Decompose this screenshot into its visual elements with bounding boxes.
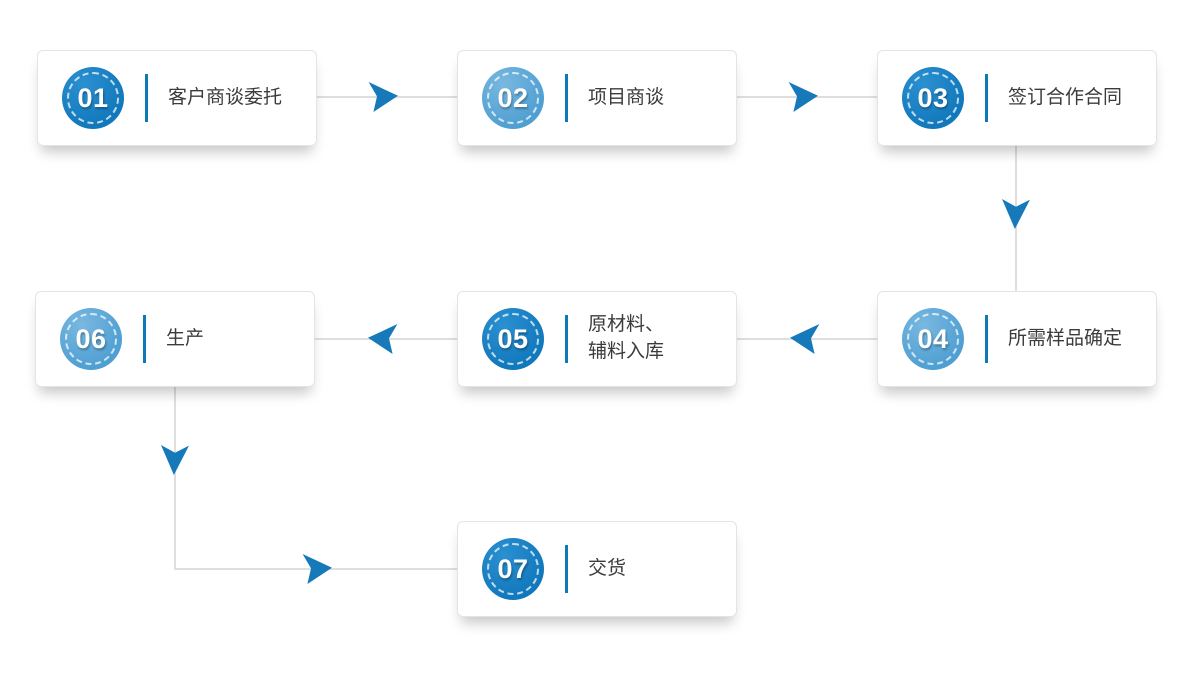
- step-number: 03: [917, 82, 949, 113]
- flow-step-6: 06 生产: [35, 291, 315, 387]
- step-label: 项目商谈: [588, 86, 665, 108]
- step-divider: [565, 315, 568, 363]
- step-label: 交货: [588, 557, 627, 579]
- step-label: 签订合作合同: [1008, 86, 1123, 108]
- step-label: 生产: [166, 327, 205, 349]
- flow-step-5: 05 原材料、 辅料入库: [457, 291, 737, 387]
- step-number-badge: 01: [62, 67, 124, 129]
- step-number: 04: [917, 323, 949, 354]
- step-divider: [985, 315, 988, 363]
- flow-step-7: 07 交货: [457, 521, 737, 617]
- step-number-badge: 05: [482, 308, 544, 370]
- step-label: 客户商谈委托: [168, 86, 283, 108]
- connector-line-step6-vertical: [174, 387, 176, 569]
- step-number-badge: 04: [902, 308, 964, 370]
- step-divider: [143, 315, 146, 363]
- step-number: 06: [75, 323, 107, 354]
- step-divider: [565, 545, 568, 593]
- flow-step-1: 01 客户商谈委托: [37, 50, 317, 146]
- step-divider: [565, 74, 568, 122]
- step-number: 05: [497, 323, 529, 354]
- step-number-badge: 07: [482, 538, 544, 600]
- step-divider: [985, 74, 988, 122]
- step-number: 01: [77, 82, 109, 113]
- flow-step-2: 02 项目商谈: [457, 50, 737, 146]
- flow-step-4: 04 所需样品确定: [877, 291, 1157, 387]
- step-label: 原材料、 辅料入库: [588, 314, 665, 362]
- step-number: 07: [497, 553, 529, 584]
- step-number: 02: [497, 82, 529, 113]
- step-number-badge: 02: [482, 67, 544, 129]
- flow-step-3: 03 签订合作合同: [877, 50, 1157, 146]
- step-number-badge: 06: [60, 308, 122, 370]
- step-number-badge: 03: [902, 67, 964, 129]
- step-divider: [145, 74, 148, 122]
- step-label: 所需样品确定: [1008, 327, 1123, 349]
